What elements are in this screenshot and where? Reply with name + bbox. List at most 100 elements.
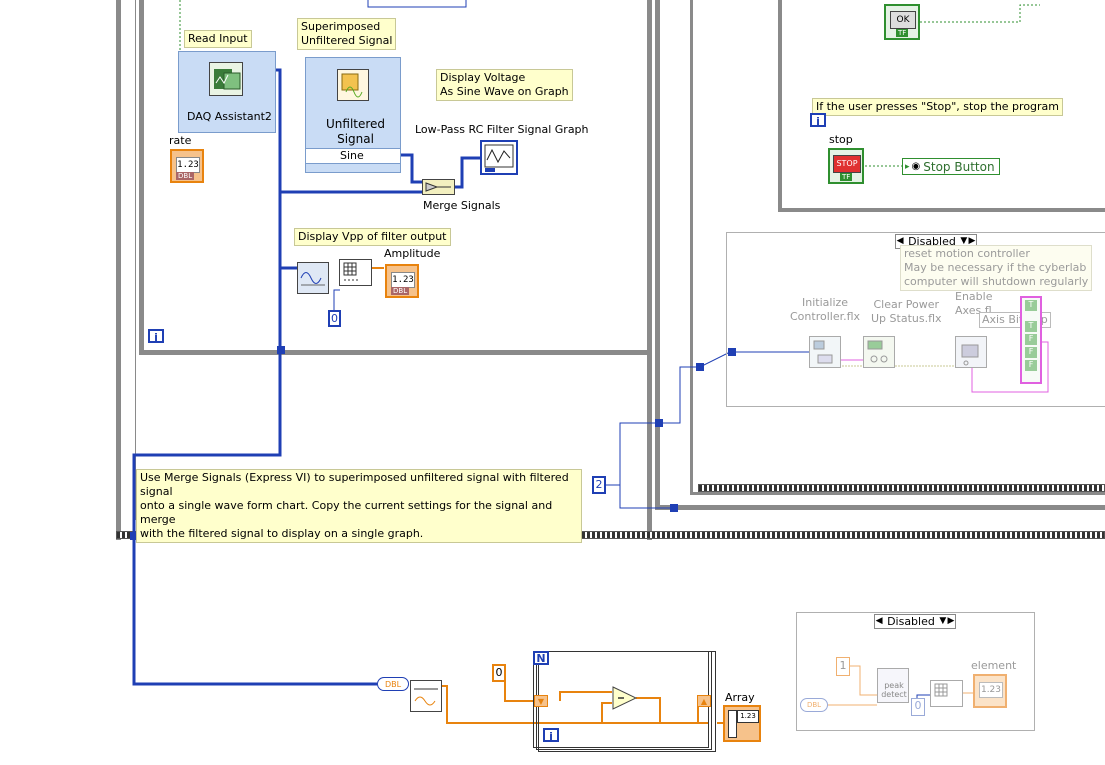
const-zero-wire	[333, 289, 340, 316]
peak-detect-text: peak detect	[881, 681, 907, 699]
tunnel-3	[655, 419, 663, 427]
shift-register-right[interactable]: ▲	[697, 695, 711, 707]
selector-right-arrow-icon[interactable]: ▶	[968, 236, 976, 246]
array-label: Array	[725, 691, 755, 704]
stop-case-iteration: i	[810, 113, 826, 128]
superimposed-note: Superimposed Unfiltered Signal	[297, 18, 397, 50]
selector-dropdown-icon[interactable]: ▼	[960, 236, 968, 246]
boolean-array-constant[interactable]: T T F F F	[1020, 296, 1042, 384]
enable-axes-icon[interactable]	[955, 336, 987, 368]
stop-button-local-label: Stop Button	[923, 159, 995, 174]
element-indicator[interactable]: 1.23	[973, 674, 1007, 708]
ok-button-terminal[interactable]: OK TF	[884, 4, 920, 40]
right-sequence-frame	[655, 0, 1105, 510]
rate-value: 1.23	[176, 157, 200, 173]
disabled-selector-2-label: Disabled	[887, 615, 935, 628]
inner-while-loop	[139, 0, 652, 355]
pink-wire	[971, 341, 1049, 393]
disabled-selector-2[interactable]: ◀ Disabled ▼ ▶	[874, 614, 956, 629]
array-indicator[interactable]: 1.23	[723, 705, 761, 742]
disabled-one-constant[interactable]: 1	[836, 657, 850, 676]
shift-wire-2	[560, 702, 612, 724]
low-pass-graph-label: Low-Pass RC Filter Signal Graph	[415, 123, 589, 136]
bool-f-2: F	[1025, 347, 1037, 358]
merge-to-graph-wire	[455, 156, 480, 189]
rate-control[interactable]: 1.23 DBL	[170, 149, 204, 183]
globe-icon: ◉	[911, 161, 921, 172]
disabled-orange-1	[848, 665, 877, 696]
clear-power-icon[interactable]	[863, 336, 895, 368]
shift-register-left[interactable]: ▼	[534, 695, 548, 707]
initialize-controller-icon[interactable]	[809, 336, 841, 368]
disabled-selector-1-label: Disabled	[908, 235, 956, 248]
tunnel-6	[670, 504, 678, 512]
selector-left-arrow-icon[interactable]: ◀	[896, 236, 904, 246]
index-array-icon[interactable]	[339, 259, 372, 286]
peak-detect-icon[interactable]: peak detect	[877, 668, 909, 703]
stop-label: stop	[829, 133, 853, 146]
ok-tf-tag: TF	[896, 29, 909, 37]
rate-dbl-tag: DBL	[176, 172, 195, 180]
element-label: element	[971, 659, 1017, 672]
sub-out-wire	[636, 697, 699, 724]
tunnel-1	[277, 346, 285, 354]
for-loop-count-terminal[interactable]: N	[533, 651, 549, 665]
daq-wire	[276, 68, 422, 194]
merge-signals-explanation: Use Merge Signals (Express VI) to superi…	[136, 469, 582, 543]
array-inner-value: 1.23	[737, 710, 759, 723]
inner-loop-shadow	[126, 0, 136, 520]
stop-button-face: STOP	[833, 155, 861, 173]
stop-program-note: If the user presses "Stop", stop the pro…	[812, 98, 1064, 116]
daq-assistant-node[interactable]: DAQ Assistant2	[178, 51, 276, 133]
daq-icon	[209, 62, 243, 96]
tunnel-2	[130, 532, 138, 540]
selector-2-right-arrow-icon[interactable]: ▶	[947, 616, 955, 626]
bundle-convert-node[interactable]: DBL	[377, 677, 409, 691]
zero-orange-wire	[504, 674, 540, 702]
sine-wire	[400, 153, 422, 184]
ok-wire	[920, 4, 1040, 23]
display-vpp-note: Display Vpp of filter output	[294, 228, 451, 246]
enable-axes-label: Enable Axes.fl	[955, 290, 993, 317]
amplitude-measure-icon[interactable]	[297, 262, 329, 294]
stop-button-local-variable[interactable]: ▸ ◉ Stop Button	[902, 158, 1000, 175]
waveform-get-y-icon[interactable]	[410, 680, 442, 712]
stop-tf-tag: TF	[840, 173, 853, 181]
subtract-node[interactable]	[612, 686, 638, 713]
daq-assistant-label: DAQ Assistant2	[187, 110, 272, 123]
refnum-two-constant[interactable]: 2	[592, 476, 606, 494]
inner-loop-iteration: i	[148, 329, 164, 344]
top-clipped-box	[367, 0, 467, 8]
disabled-bundle-node[interactable]: DBL	[800, 698, 828, 712]
selector-2-left-arrow-icon[interactable]: ◀	[875, 616, 883, 626]
stop-case-frame	[778, 0, 1105, 212]
clear-power-label: Clear Power Up Status.flx	[871, 298, 942, 325]
amplitude-indicator[interactable]: 1.23 DBL	[385, 264, 419, 298]
disabled-index-array-icon[interactable]	[930, 680, 963, 707]
initialize-controller-label: Initialize Controller.flx	[790, 296, 861, 323]
disabled-zero-constant[interactable]: 0	[911, 698, 925, 716]
selector-2-dropdown-icon[interactable]: ▼	[939, 616, 947, 626]
unfiltered-signal-label: Unfiltered Signal	[326, 117, 386, 146]
right-inner-frame	[690, 0, 1105, 495]
amplitude-dbl-tag: DBL	[391, 287, 410, 295]
array-index-box	[728, 710, 737, 738]
element-value: 1.23	[979, 682, 1003, 698]
unfiltered-signal-node[interactable]: Unfiltered Signal Sine	[305, 57, 401, 173]
shift-wire-1	[559, 691, 612, 701]
refnum-wire	[606, 351, 810, 486]
for-loop-iteration: i	[543, 728, 559, 743]
stop-button-terminal[interactable]: STOP TF	[828, 148, 864, 184]
merge-signals-node[interactable]	[422, 179, 455, 195]
read-input-note: Read Input	[184, 30, 252, 48]
bool-f-1: F	[1025, 334, 1037, 345]
index-zero-constant[interactable]: 0	[328, 310, 341, 327]
sine-label: Sine	[340, 149, 364, 162]
graph-terminal-icon[interactable]	[480, 140, 518, 175]
bool-t-1: T	[1025, 300, 1037, 311]
shift-init-zero-constant[interactable]: 0	[492, 664, 506, 682]
disabled-structure-1	[726, 232, 1105, 407]
disabled-structure-2	[796, 612, 1035, 731]
tunnel-4	[696, 363, 704, 371]
